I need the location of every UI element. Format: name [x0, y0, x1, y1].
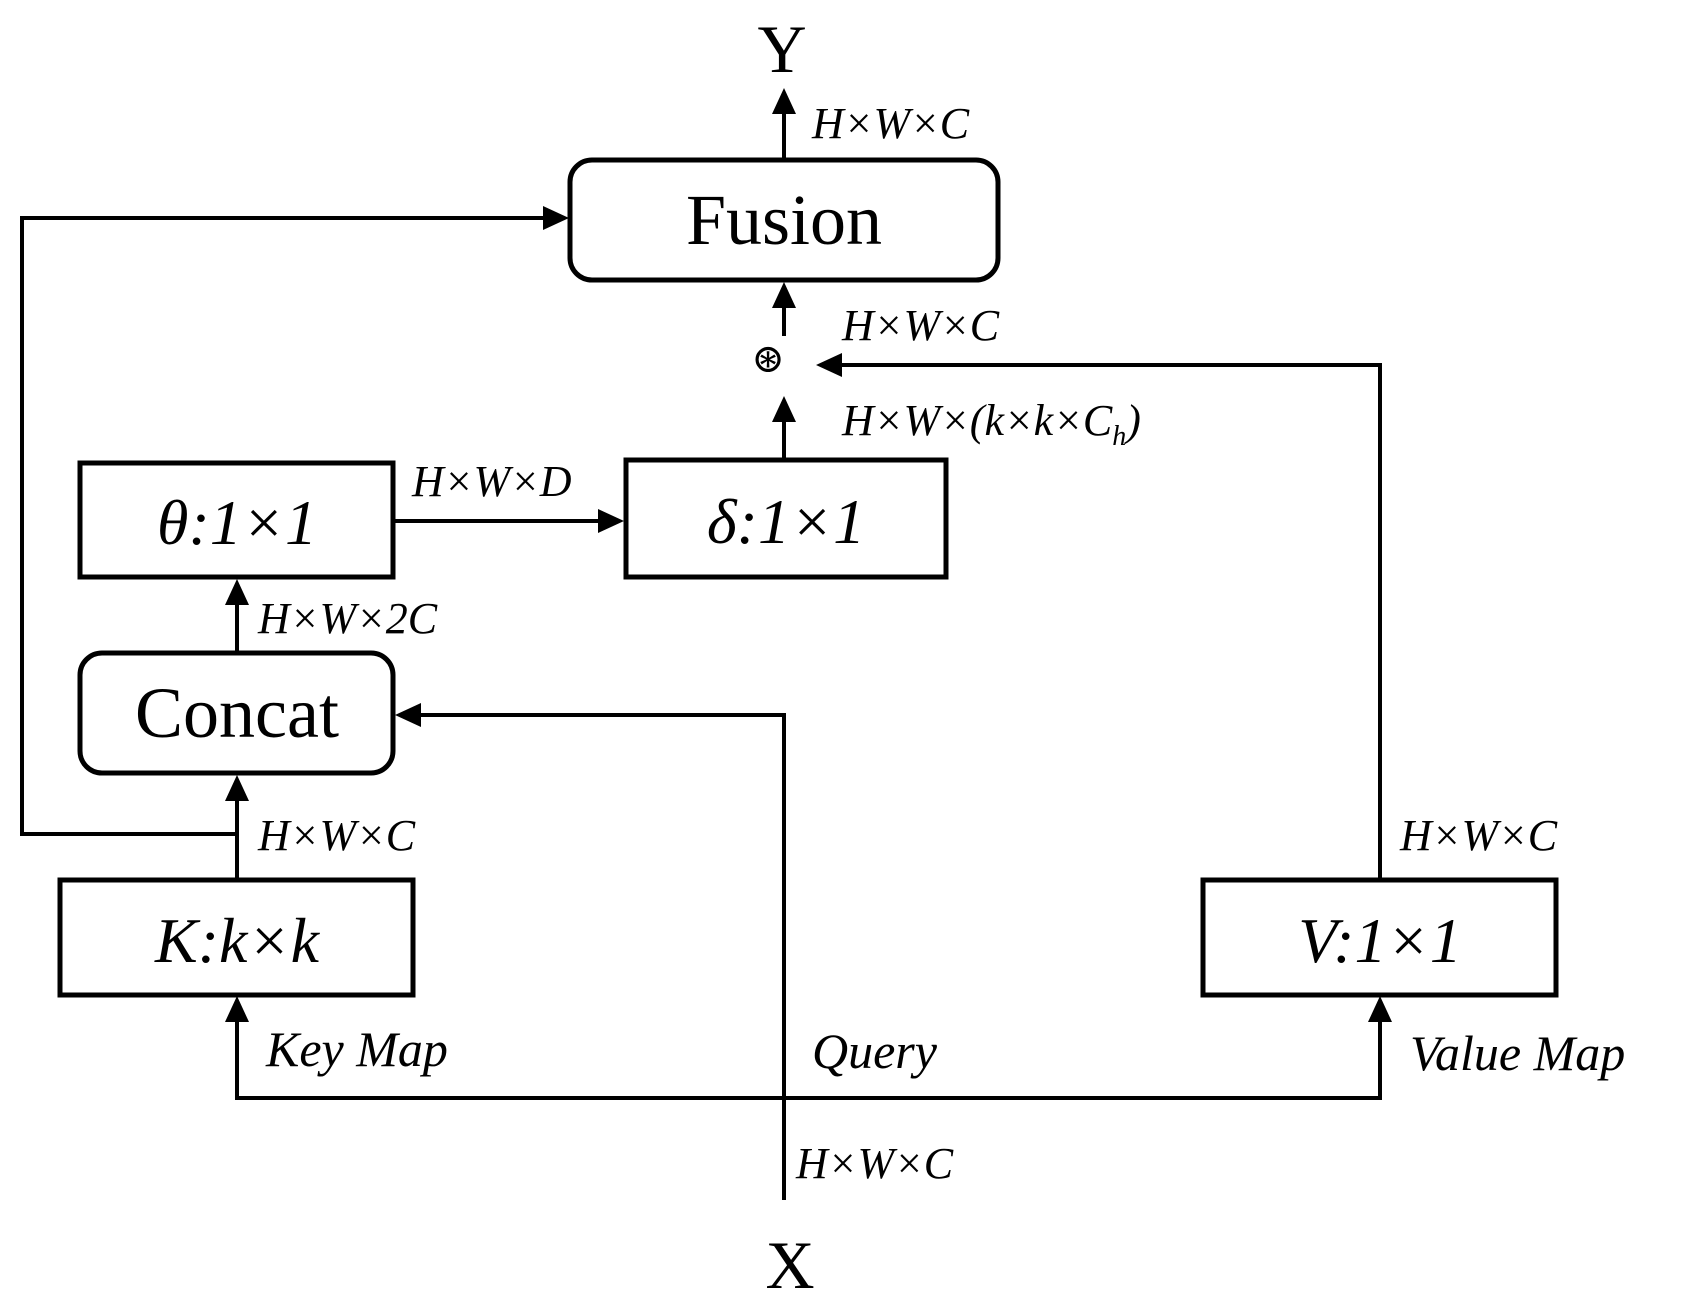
key-conv-label: K:k×k: [154, 905, 321, 976]
theta-block[interactable]: [77, 460, 396, 580]
query-to-concat-wire: [419, 713, 786, 1200]
dim-theta-to-delta: H×W×D: [411, 457, 572, 506]
concat-side-arrowhead-icon: [395, 703, 421, 727]
concat-in-arrowhead-icon: [225, 775, 249, 801]
fusion-side-arrowhead-icon: [543, 206, 569, 230]
value-to-product-wire: [840, 363, 1382, 880]
dim-output: H×W×C: [811, 99, 970, 148]
dim-product-to-fusion: H×W×C: [841, 301, 1000, 350]
input-x-label: X: [765, 1227, 814, 1303]
theta-label: θ:1×1: [157, 487, 317, 558]
dim-delta-to-product: H×W×(k×k×Ch): [841, 396, 1141, 452]
key-conv-block[interactable]: [57, 877, 416, 998]
convolution-operator-icon: ⊛: [751, 336, 785, 381]
product-side-arrowhead-icon: [816, 353, 842, 377]
fusion-in-arrowhead-icon: [772, 282, 796, 308]
delta-label: δ:1×1: [707, 486, 865, 557]
output-arrowhead-icon: [772, 88, 796, 114]
product-in-arrowhead-icon: [772, 396, 796, 422]
dim-delta-to-product-close: ): [1123, 396, 1141, 445]
fusion-label: Fusion: [686, 180, 882, 260]
concat-label: Concat: [135, 673, 339, 753]
query-label: Query: [812, 1023, 938, 1079]
output-y-label: Y: [757, 11, 806, 87]
value-conv-label: V:1×1: [1298, 905, 1461, 976]
dim-input: H×W×C: [795, 1139, 954, 1188]
value-map-label: Value Map: [1410, 1025, 1625, 1081]
dim-value-out: H×W×C: [1399, 811, 1558, 860]
dim-delta-to-product-main: H×W×(k×k×C: [841, 396, 1113, 445]
dim-concat-to-theta: H×W×2C: [257, 594, 438, 643]
key-in-arrowhead-icon: [225, 996, 249, 1022]
theta-in-arrowhead-icon: [225, 579, 249, 605]
dim-delta-to-product-subscript: h: [1112, 421, 1126, 452]
input-split-wire: [235, 1020, 1382, 1100]
key-skip-to-fusion-wire: [20, 216, 545, 836]
value-in-arrowhead-icon: [1368, 996, 1392, 1022]
delta-in-arrowhead-icon: [598, 509, 624, 533]
key-map-label: Key Map: [265, 1021, 448, 1077]
delta-block[interactable]: [623, 457, 949, 580]
dim-key-to-concat: H×W×C: [257, 811, 416, 860]
